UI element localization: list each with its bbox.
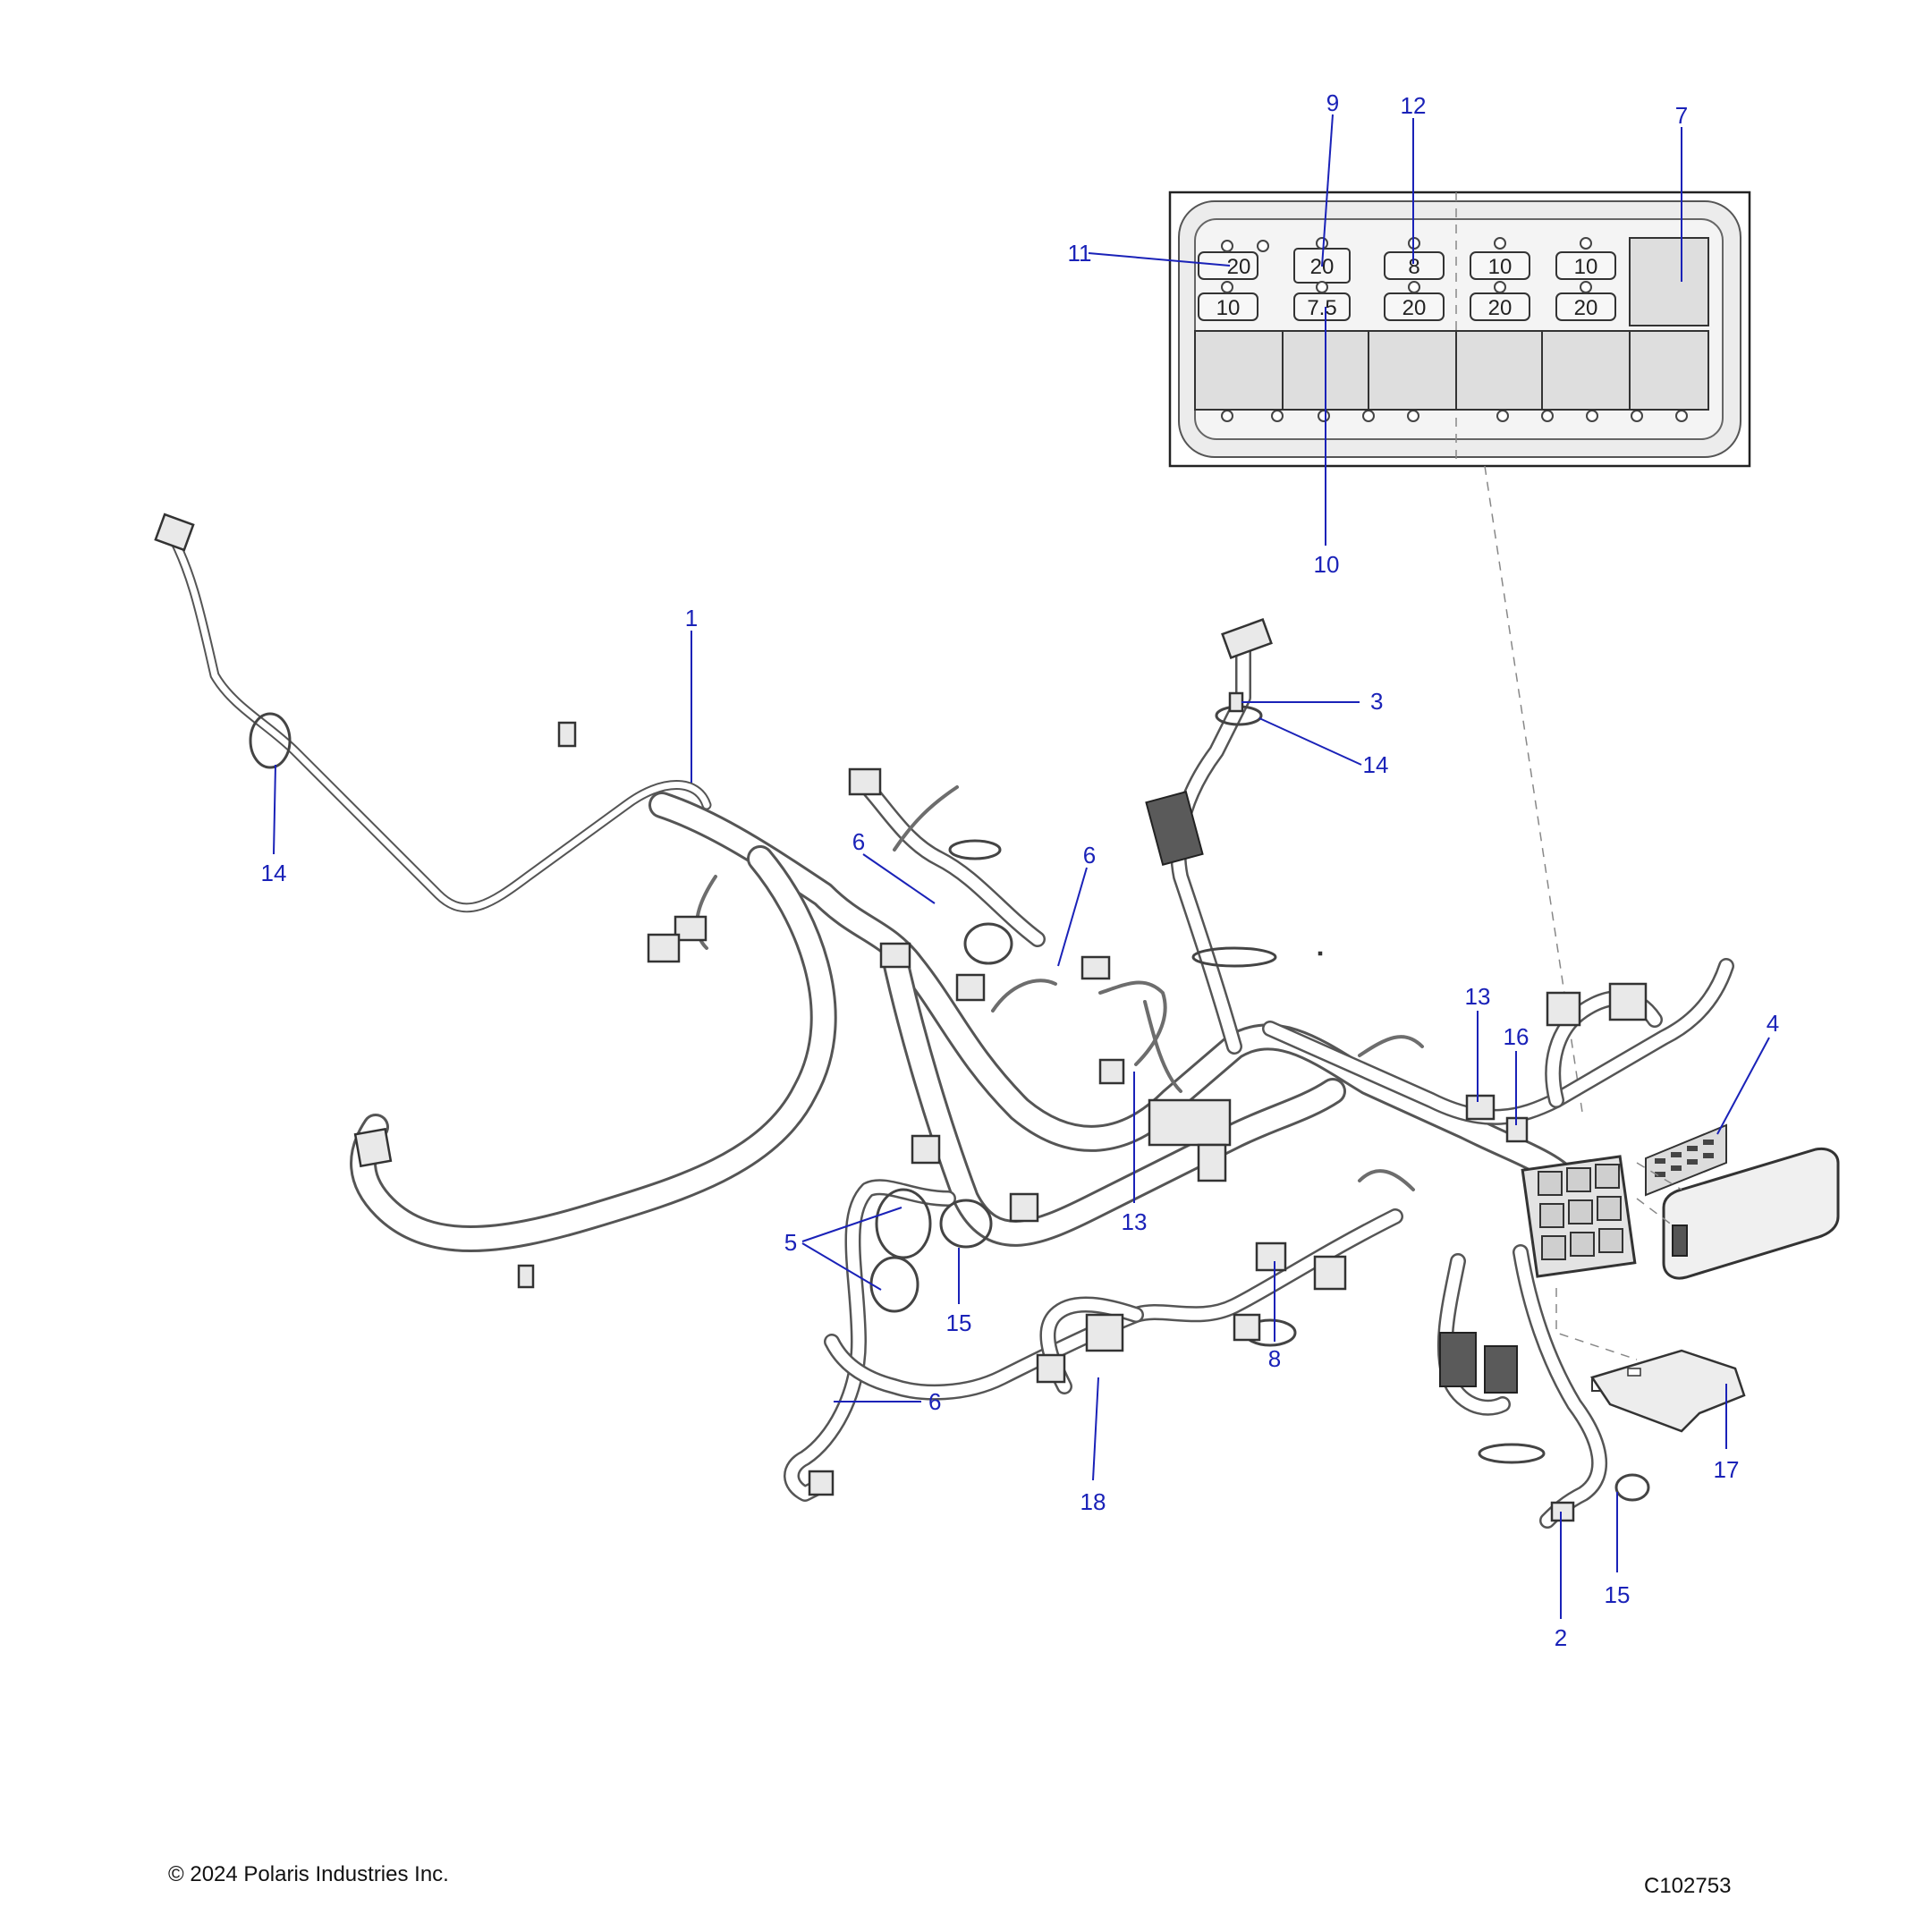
connector-18-end: [1036, 1353, 1066, 1384]
callout-4: 4: [1767, 1010, 1779, 1037]
loose-cable-tie-2: [948, 839, 1002, 860]
connector-mid-1: [955, 973, 986, 1002]
fuse-bottom-3-label: 20: [1402, 296, 1427, 320]
strap-15-left: [939, 1199, 993, 1249]
connector-low-right-block-2: [1484, 1345, 1518, 1394]
callout-18: 18: [1080, 1488, 1106, 1515]
mounting-bracket: [1590, 1349, 1746, 1433]
callout-6b: 6: [1083, 842, 1096, 869]
fuse-top-3-label: 8: [1408, 255, 1419, 279]
fuse-top-1-label: 20: [1227, 255, 1251, 279]
loop-14-left: [249, 712, 292, 769]
loose-cable-tie-3: [1478, 1443, 1546, 1464]
connector-top-left: [848, 767, 882, 796]
diagram-id: C102753: [1644, 1874, 1732, 1898]
fuse-bottom-1-label: 10: [1216, 296, 1241, 320]
callout-6a: 6: [852, 828, 865, 855]
callout-16: 16: [1504, 1023, 1530, 1050]
callout-6c: 6: [928, 1388, 941, 1415]
connector-right-top-2: [1546, 991, 1581, 1027]
strap-5-upper: [875, 1188, 932, 1259]
fuse-bottom-5-label: 20: [1574, 296, 1598, 320]
fuse-top-4-label: 10: [1488, 255, 1513, 279]
clip-3: [1228, 691, 1244, 713]
connector-8-left: [1255, 1241, 1287, 1272]
connector-ground-1: [674, 915, 708, 942]
fuse-top-4: [1470, 251, 1530, 280]
callout-14a: 14: [261, 860, 287, 886]
callout-7: 7: [1675, 102, 1688, 129]
connector-8-bottom: [1233, 1313, 1261, 1342]
fuse-bottom-2-label: 7.5: [1307, 296, 1336, 320]
copyright-text: © 2024 Polaris Industries Inc.: [168, 1862, 449, 1886]
relay-cell-1: [1194, 330, 1284, 411]
connector-left-1: [647, 933, 681, 963]
fuse-top-5: [1555, 251, 1616, 280]
junction-box: [1521, 1155, 1637, 1278]
strap-5-lower: [869, 1256, 919, 1313]
callout-14b: 14: [1363, 751, 1389, 778]
connector-center-low: [1197, 1143, 1227, 1182]
connector-13-center: [1098, 1058, 1125, 1085]
callout-9: 9: [1326, 89, 1339, 116]
relay-cell-4: [1455, 330, 1543, 411]
callout-8: 8: [1268, 1345, 1281, 1372]
callout-12: 12: [1401, 92, 1427, 119]
connector-18-top: [1085, 1313, 1124, 1352]
strap-15-right: [1614, 1473, 1650, 1502]
connector-left-loop: [353, 1127, 393, 1168]
relay-cell-7: [1629, 237, 1709, 326]
plug-grommet-bottom: [517, 1264, 535, 1289]
callout-17: 17: [1714, 1456, 1740, 1483]
fuse-label-decal: [1645, 1123, 1727, 1197]
callout-5: 5: [784, 1229, 797, 1256]
callouts: 1 2 3 4 5 6 6 6 7 8 9 10 11: [261, 89, 1780, 1651]
connector-right-top: [1608, 982, 1648, 1021]
connector-bottom-left: [808, 1470, 835, 1496]
loose-cable-tie: [1191, 946, 1277, 968]
connector-far-left: [154, 513, 195, 552]
callout-13a: 13: [1122, 1208, 1148, 1235]
connector-mid-2: [1080, 955, 1111, 980]
callout-11: 11: [1068, 240, 1092, 267]
callout-13b: 13: [1465, 983, 1491, 1010]
main-wiring-harness: [154, 513, 1840, 1529]
fuse-bottom-1: [1198, 292, 1258, 321]
callout-10: 10: [1314, 551, 1340, 578]
fuse-box-inset: 20 20 8 10 10 10 7.5 20 20 20: [1168, 191, 1751, 468]
callout-15a: 15: [946, 1309, 972, 1336]
fuse-bottom-4-label: 20: [1488, 296, 1513, 320]
connector-3-top: [1221, 618, 1273, 659]
connector-6-left: [879, 942, 911, 969]
relay-cell-6: [1629, 330, 1709, 411]
callout-1: 1: [685, 605, 698, 631]
connector-2: [1550, 1501, 1575, 1522]
connector-center-block: [1148, 1098, 1232, 1147]
fuse-top-5-label: 10: [1574, 255, 1598, 279]
callout-2: 2: [1555, 1624, 1567, 1651]
connector-lower-mid: [1009, 1192, 1039, 1223]
relay-cell-3: [1368, 330, 1457, 411]
connector-mid-left: [911, 1134, 941, 1165]
plug-grommet-top: [557, 721, 577, 748]
connector-13-right: [1465, 1094, 1496, 1121]
fuse-box-cover: [1662, 1147, 1840, 1280]
callout-3: 3: [1370, 688, 1383, 715]
connector-relay-block: [1145, 791, 1204, 866]
connector-low-right-block: [1439, 1332, 1477, 1387]
connector-8-mid: [1313, 1255, 1347, 1291]
relay-cell-5: [1541, 330, 1631, 411]
callout-15b: 15: [1605, 1581, 1631, 1608]
